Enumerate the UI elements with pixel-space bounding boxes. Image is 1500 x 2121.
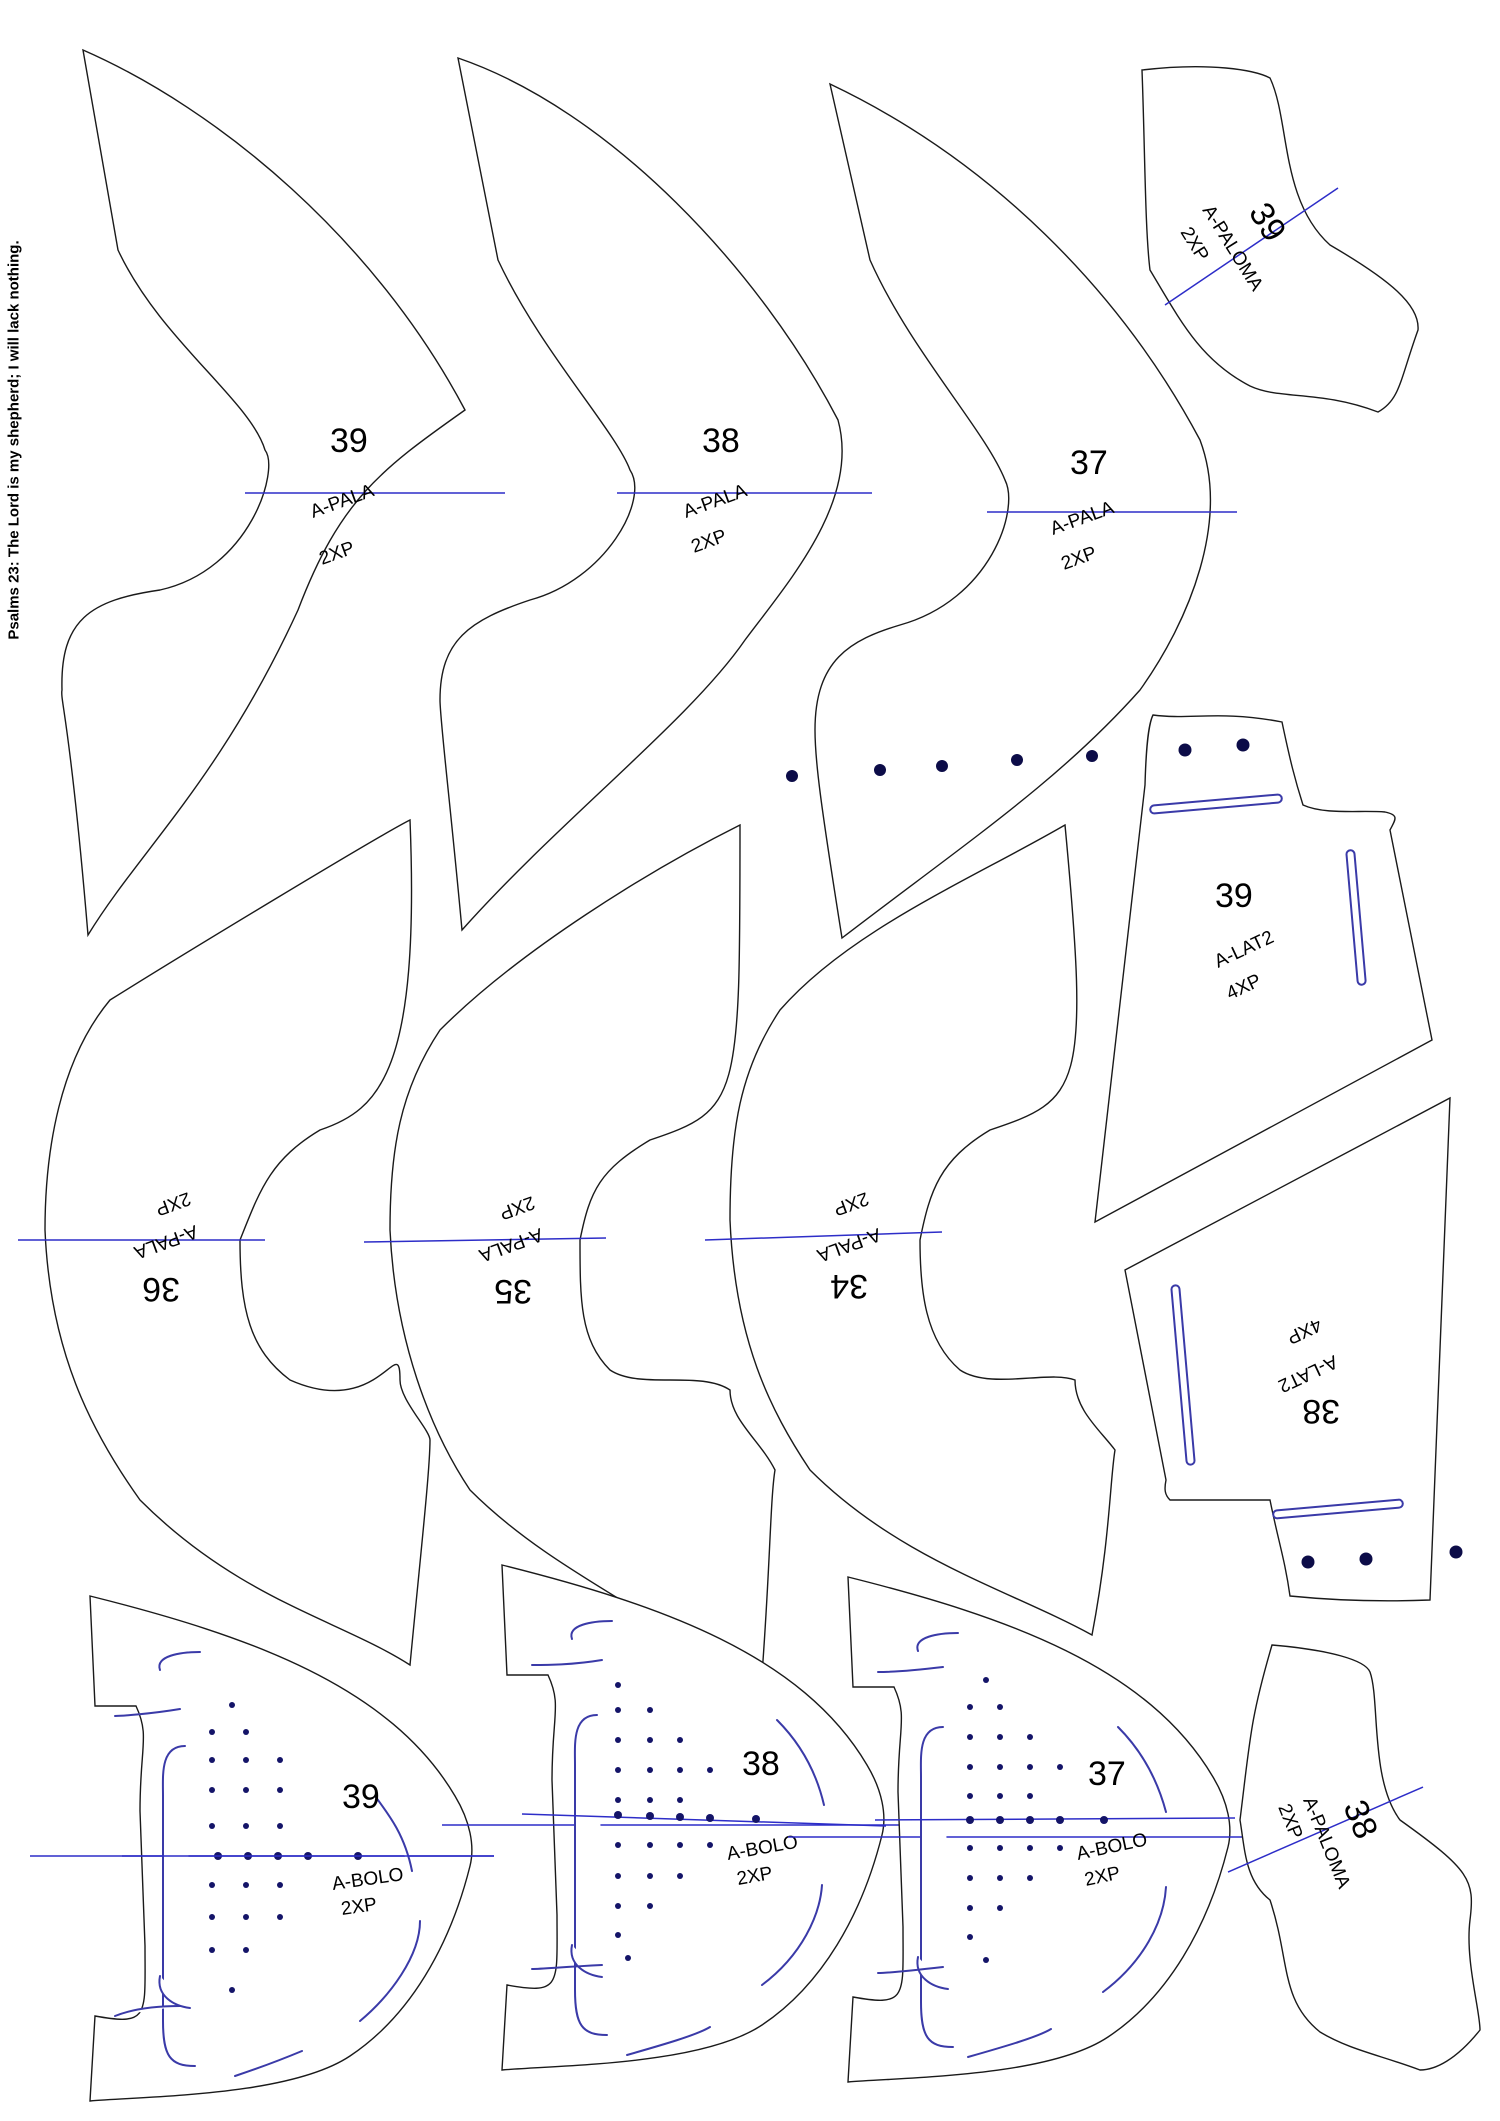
piece-pala-34 xyxy=(729,823,1116,1637)
piece-lat2-39 xyxy=(1094,714,1433,1224)
grain-line-pala-34 xyxy=(704,1231,943,1241)
piece-bolo-38 xyxy=(441,1564,907,2071)
punch-hole-lat2-39-a xyxy=(1178,743,1192,757)
size-number-bolo-37: 37 xyxy=(1088,1755,1126,1793)
size-number-lat2-38: 38 xyxy=(1302,1392,1340,1430)
punch-dots-row-1 xyxy=(786,750,1098,782)
slot-lat2-38-bottom xyxy=(1272,1498,1404,1520)
punch-hole-lat2-38-a xyxy=(1301,1555,1315,1569)
piece-paloma-38 xyxy=(1239,1644,1481,2071)
punch-hole-lat2-38-b xyxy=(1359,1552,1373,1566)
grain-line-bolo-38 xyxy=(521,1813,887,1827)
piece-bolo-37 xyxy=(787,1576,1253,2083)
grain-line-paloma-39 xyxy=(1164,187,1339,306)
size-number-pala-35: 35 xyxy=(494,1272,532,1310)
size-number-pala-34: 34 xyxy=(830,1267,868,1305)
piece-paloma-39 xyxy=(1141,66,1419,413)
grain-line-paloma-38 xyxy=(1227,1786,1424,1873)
punch-dots-bolo-39 xyxy=(209,1702,362,1993)
punch-hole-loose xyxy=(1449,1545,1463,1559)
piece-pala-38 xyxy=(439,56,843,932)
grain-line-bolo-37 xyxy=(874,1817,1236,1821)
size-number-pala-36: 36 xyxy=(142,1270,180,1308)
piece-pala-35 xyxy=(389,823,776,1702)
piece-bolo-39 xyxy=(29,1595,495,2102)
piece-pala-39 xyxy=(61,48,466,938)
piece-lat2-38 xyxy=(1124,1096,1451,1602)
punch-dots-bolo-38 xyxy=(614,1682,760,1961)
piece-pala-37 xyxy=(814,82,1212,940)
size-number-pala-37: 37 xyxy=(1070,444,1108,482)
size-number-pala-38: 38 xyxy=(702,422,740,460)
size-number-bolo-38: 38 xyxy=(742,1745,780,1783)
size-number-bolo-39: 39 xyxy=(342,1778,380,1816)
punch-dots-bolo-37 xyxy=(966,1677,1108,1963)
slot-lat2-38-side xyxy=(1170,1284,1196,1466)
size-number-lat2-39: 39 xyxy=(1215,877,1253,915)
slot-lat2-39-side xyxy=(1345,849,1367,986)
grain-line-pala-35 xyxy=(363,1237,607,1243)
punch-hole-lat2-39-b xyxy=(1236,738,1250,752)
piece-pala-36 xyxy=(44,818,431,1667)
part-qty-bolo-39: 2XP xyxy=(340,1894,378,1920)
size-number-pala-39: 39 xyxy=(330,422,368,460)
slot-lat2-39-top xyxy=(1149,793,1283,815)
